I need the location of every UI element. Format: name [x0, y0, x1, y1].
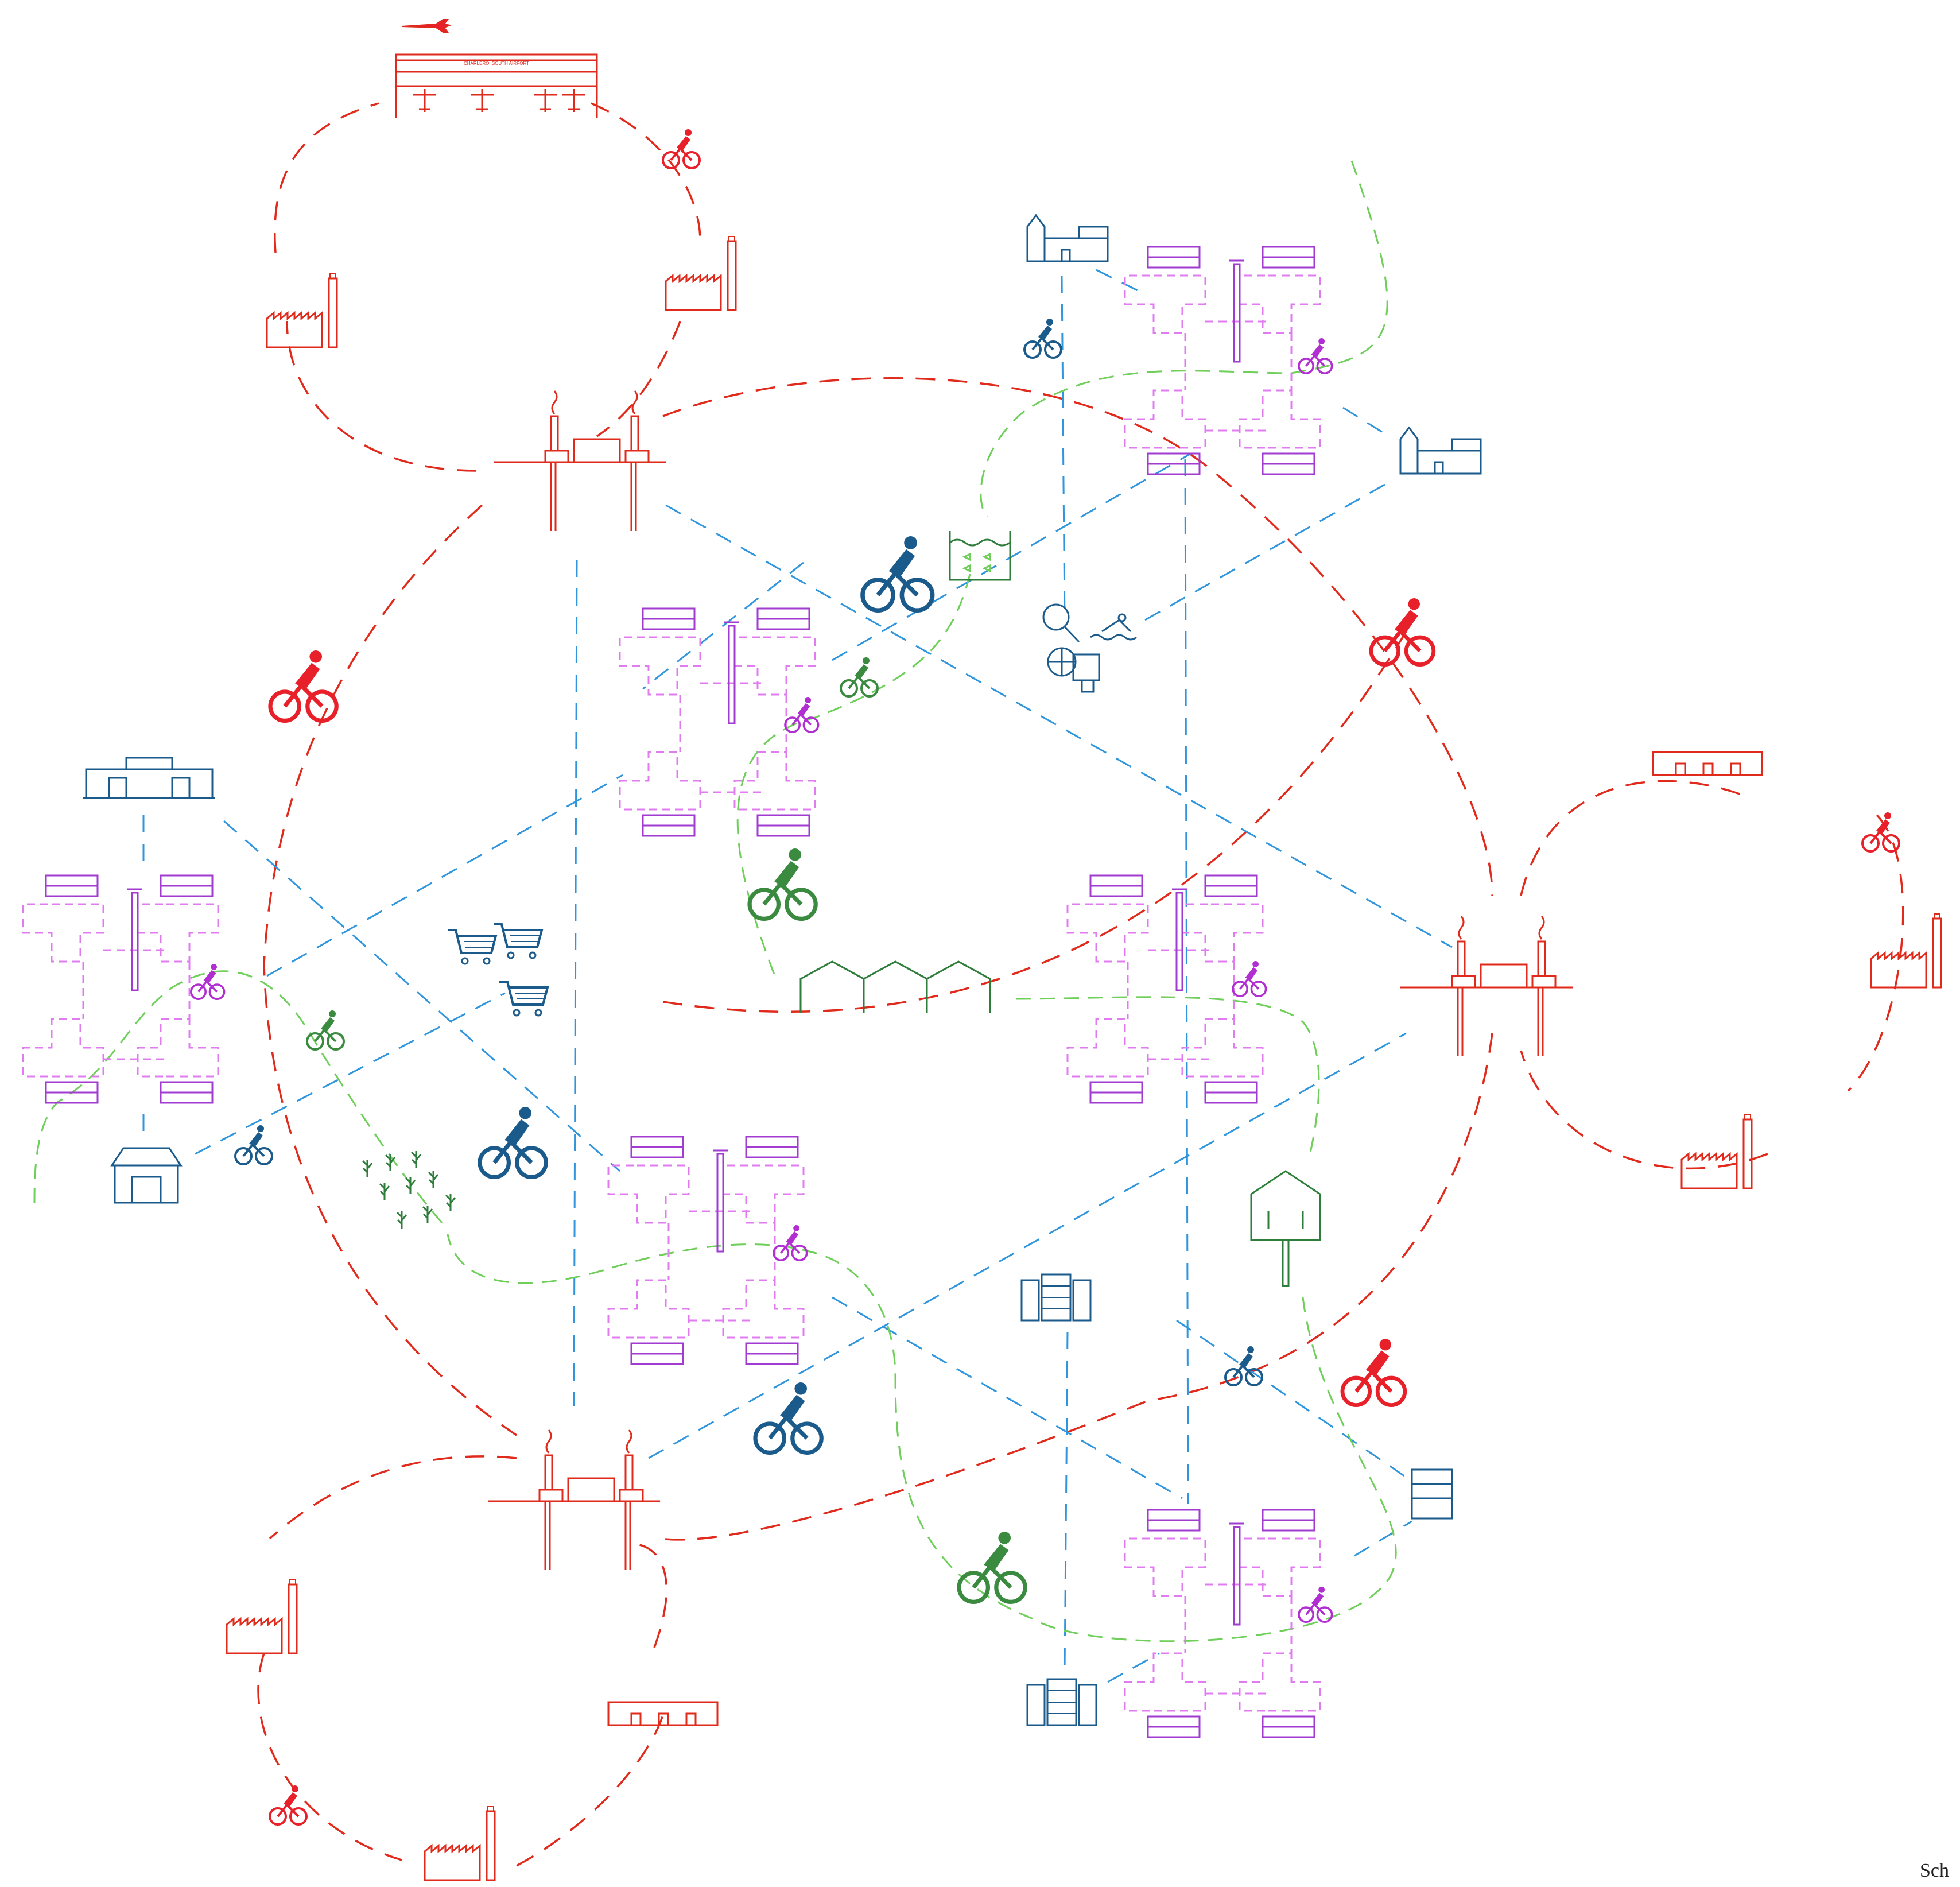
cyclist-icon [863, 536, 933, 610]
cyclist-icon [750, 848, 816, 919]
power-plant-icon [492, 390, 667, 532]
shopping-cart-icon [447, 929, 497, 965]
airport: CHARLEROI SOUTH AIRPORT [395, 19, 598, 118]
housing-cluster-icon [22, 874, 219, 1104]
cyclist-icon [190, 963, 226, 1000]
cyclist-icon [306, 1009, 345, 1051]
cyclist-icon [1023, 317, 1062, 359]
housing-cluster-icon [1124, 1509, 1321, 1738]
green-network [33, 160, 1397, 1642]
cyclist-icon [1371, 598, 1434, 665]
airport-sign: CHARLEROI SOUTH AIRPORT [464, 61, 529, 66]
power-plant-icon [1399, 915, 1574, 1057]
cyclist-icon [755, 1382, 821, 1452]
shop-icon [110, 1147, 183, 1204]
cyclist-icon [959, 1532, 1025, 1602]
orchard-icon [362, 1150, 456, 1230]
cyclist-icon [773, 1224, 808, 1261]
warehouse-icon [607, 1701, 719, 1726]
school-icon [1399, 427, 1482, 475]
vertical-farm-icon [1250, 1170, 1321, 1287]
factory-icon [266, 273, 338, 348]
caption-text: Sch [1920, 1860, 1949, 1881]
school-icon [1026, 214, 1109, 262]
cyclist-icon [840, 656, 879, 698]
cyclist-icon [480, 1107, 546, 1177]
swimming-icon [1090, 613, 1137, 641]
factory-icon [1870, 913, 1942, 989]
housing-cluster-icon [1124, 246, 1321, 475]
basketball-icon [1047, 647, 1100, 693]
fish-farm-icon [949, 531, 1011, 581]
cyclist-icon [234, 1124, 273, 1165]
warehouse-icon [1652, 751, 1763, 776]
office-building-icon [1020, 1273, 1092, 1322]
industrial-loop-network [257, 102, 1904, 1867]
shopping-cart-icon [492, 923, 543, 959]
service-network [142, 269, 1453, 1683]
factory-icon [1680, 1114, 1753, 1189]
tennis-icon [1042, 603, 1080, 643]
cyclist-icon [1298, 1586, 1333, 1623]
factory-icon [665, 235, 737, 311]
office-building-icon [1411, 1468, 1453, 1520]
factory-icon [226, 1579, 298, 1654]
cyclist-icon [1342, 1339, 1405, 1405]
airplane-icon [401, 19, 452, 33]
greenhouse-icon [799, 960, 991, 1013]
civic-hall-icon [83, 757, 215, 799]
factory-icon [424, 1805, 496, 1881]
power-plant-icon [487, 1429, 661, 1571]
cyclist-icon [662, 128, 701, 169]
shopping-cart-icon [498, 981, 549, 1017]
cyclist-icon [269, 1784, 308, 1826]
airport-terminal-icon [395, 53, 598, 118]
cyclist-icon [1232, 960, 1267, 997]
office-building-icon [1026, 1678, 1097, 1726]
